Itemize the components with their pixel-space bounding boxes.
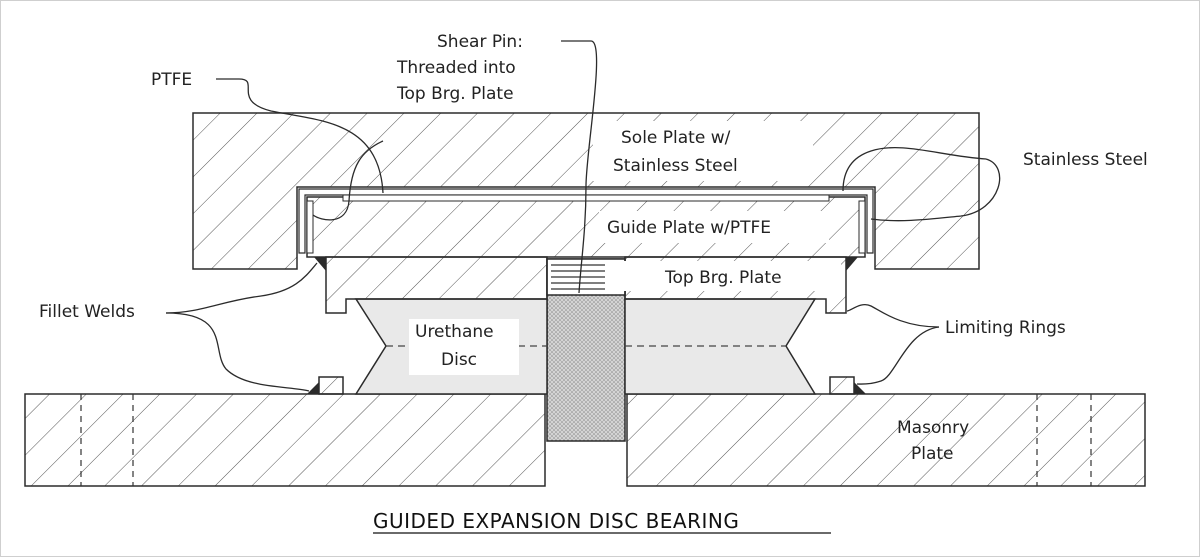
label-ptfe: PTFE (151, 70, 192, 90)
leader-ptfe-2 (312, 140, 384, 221)
label-top-brg-plate: Top Brg. Plate (664, 268, 782, 288)
leader-shear-pin (561, 40, 598, 294)
label-stainless-steel: Stainless Steel (1023, 150, 1148, 170)
label-masonry-2: Plate (911, 444, 954, 464)
limiting-ring-right (829, 376, 855, 395)
label-urethane-2: Disc (441, 350, 477, 370)
leader-stainless-steel (842, 146, 987, 192)
leader-limiting-rings-top (846, 304, 940, 328)
fillet-weld-left-bottom (307, 382, 319, 394)
leader-fillet-welds-top (165, 262, 318, 314)
stainless-steel-liner (298, 188, 874, 254)
leader-fillet-welds-bottom (165, 312, 310, 392)
label-sole-plate-2: Stainless Steel (613, 156, 738, 176)
urethane-disc (354, 298, 817, 395)
label-sole-plate-1: Sole Plate w/ (621, 128, 731, 148)
leader-limiting-rings-bottom (856, 326, 940, 385)
label-shear-pin-1: Shear Pin: (437, 32, 523, 52)
label-limiting-rings: Limiting Rings (945, 318, 1066, 338)
leader-lines (165, 40, 1001, 392)
label-guide-plate: Guide Plate w/PTFE (607, 218, 771, 238)
label-masonry-1: Masonry (897, 418, 969, 438)
fillet-weld-left-top (314, 257, 326, 271)
label-fillet-welds: Fillet Welds (39, 302, 135, 322)
label-urethane-1: Urethane (415, 322, 494, 342)
top-bearing-plate (325, 256, 847, 314)
sole-plate (192, 112, 980, 270)
fillet-weld-right-top (846, 257, 858, 271)
label-shear-pin-2: Threaded into (396, 58, 516, 78)
diagram-title: GUIDED EXPANSION DISC BEARING (373, 509, 739, 533)
leader-stainless-steel-2 (870, 158, 1001, 222)
label-shear-pin-3: Top Brg. Plate (396, 84, 514, 104)
fillet-weld-right-bottom (854, 382, 866, 394)
limiting-ring-left (318, 376, 344, 395)
leader-ptfe (216, 78, 384, 194)
masonry-plate (24, 393, 1146, 487)
